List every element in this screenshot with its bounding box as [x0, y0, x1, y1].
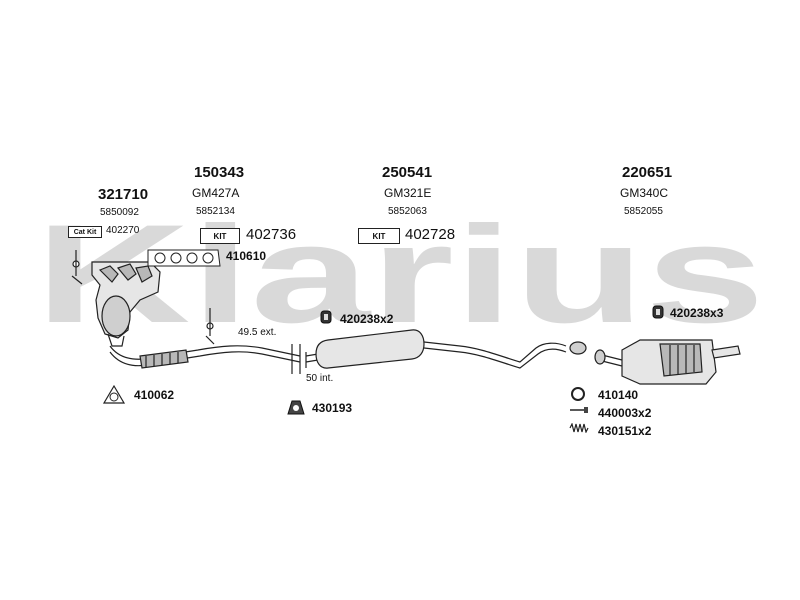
part-420238x2[interactable]: 420238x2 [340, 312, 394, 326]
oe-number-5852134: 5852134 [196, 206, 235, 217]
rear-silencer [594, 339, 741, 385]
manifold-gasket-icon [147, 249, 221, 267]
part-code-321710[interactable]: 321710 [98, 186, 149, 203]
centre-silencer [305, 329, 587, 369]
part-430193[interactable]: 430193 [312, 401, 353, 415]
part-410610[interactable]: 410610 [226, 249, 267, 263]
kit-a-part[interactable]: 402736 [246, 226, 297, 243]
model-gm340c: GM340C [620, 186, 669, 200]
part-410062[interactable]: 410062 [134, 388, 175, 402]
bolt-icon [570, 407, 588, 413]
annotation-int: 50 int. [306, 373, 334, 384]
exhaust-manifold-catalyst [71, 250, 161, 347]
oe-number-5852055: 5852055 [624, 206, 663, 217]
annotation-ext: 49.5 ext. [238, 327, 277, 338]
cat-kit-part[interactable]: 402270 [106, 225, 140, 236]
part-code-150343[interactable]: 150343 [194, 164, 245, 181]
rubber-mount-icon [287, 400, 305, 415]
kit-b-part[interactable]: 402728 [405, 226, 456, 243]
part-code-250541[interactable]: 250541 [382, 164, 433, 181]
sealing-ring-icon [571, 387, 585, 401]
front-pipe [109, 308, 301, 369]
clamp-icon [320, 310, 332, 324]
triangle-gasket-icon [102, 384, 126, 404]
oe-number-5850092: 5850092 [100, 207, 139, 218]
kit-badge-a: KIT [200, 228, 240, 244]
pipe-joint [291, 344, 307, 374]
cat-kit-badge: Cat Kit [68, 226, 102, 238]
model-gm427a: GM427A [192, 186, 240, 200]
oe-number-5852063: 5852063 [388, 206, 427, 217]
kit-badge-b: KIT [358, 228, 400, 244]
clamp-icon [652, 305, 664, 319]
spring-icon [569, 423, 589, 433]
model-gm321e: GM321E [384, 186, 432, 200]
part-440003x2[interactable]: 440003x2 [598, 406, 652, 420]
part-420238x3[interactable]: 420238x3 [670, 306, 724, 320]
part-410140[interactable]: 410140 [598, 388, 639, 402]
part-430151x2[interactable]: 430151x2 [598, 424, 652, 438]
part-code-220651[interactable]: 220651 [622, 164, 673, 181]
